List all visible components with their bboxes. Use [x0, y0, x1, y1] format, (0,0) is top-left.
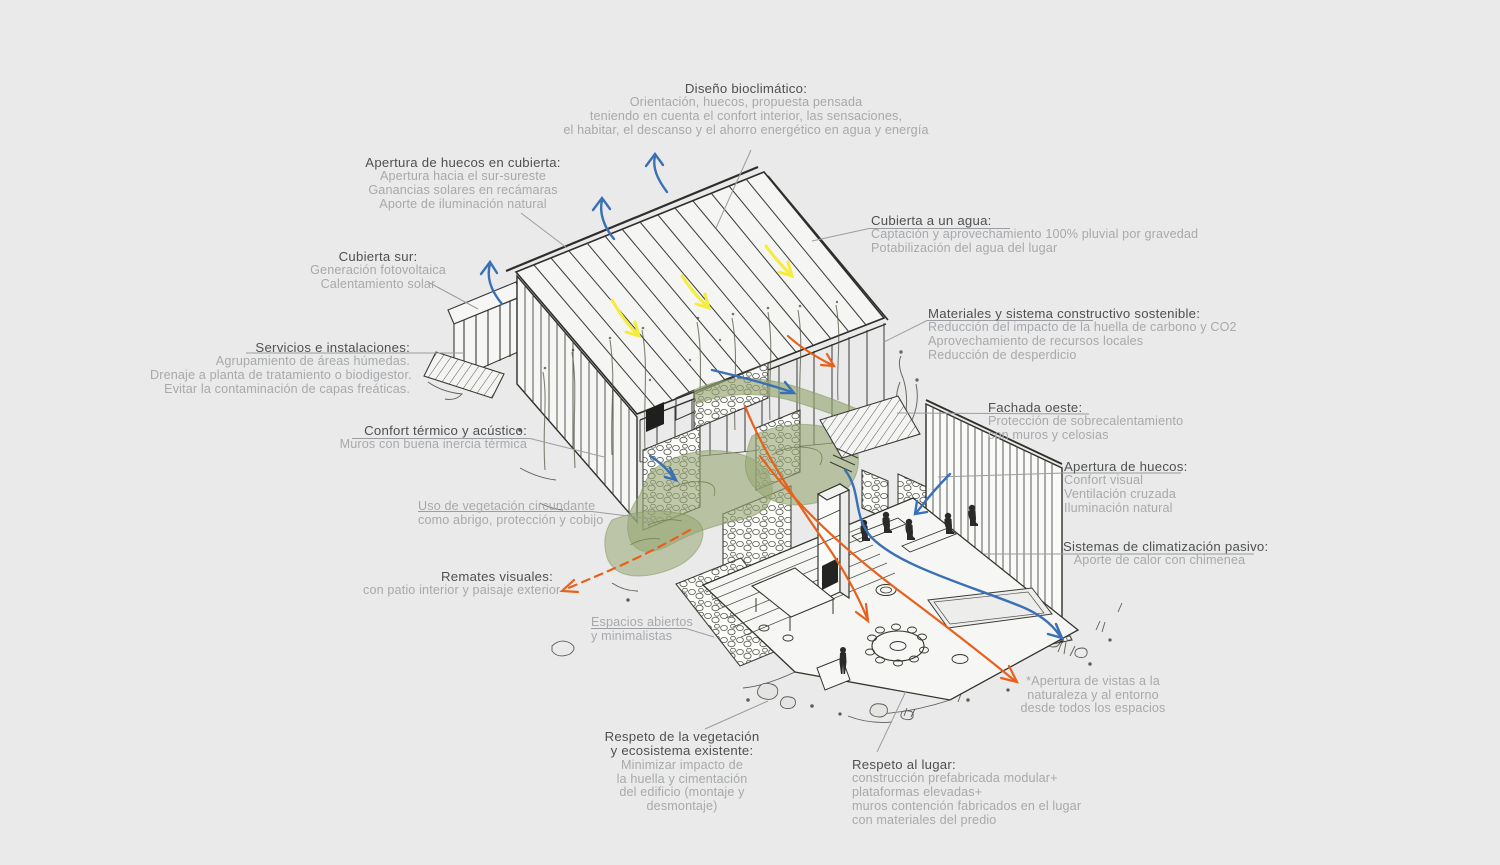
annotation-apertura-vistas: *Apertura de vistas a la naturaleza y al… — [1020, 674, 1166, 716]
ventilation-arrow-1 — [487, 262, 504, 306]
annotation-title: Materiales y sistema constructivo sosten… — [928, 306, 1201, 321]
view-arrow-interior — [743, 404, 869, 620]
airflow-arrow-window — [915, 472, 952, 514]
solar-arrow-3 — [764, 244, 792, 276]
annotation-servicios-instalaciones: Servicios e instalaciones: Agrupamiento … — [150, 340, 412, 396]
annotation-title: Apertura de huecos en cubierta: — [365, 155, 561, 170]
ventilation-arrow-3 — [653, 154, 669, 194]
annotation-title: Sistemas de climatización pasivo: — [1063, 539, 1269, 554]
annotation-title: y ecosistema existente: — [610, 743, 754, 759]
annotation-climatizacion-pasiva: Sistemas de climatización pasivo: Aporte… — [1063, 539, 1269, 568]
annotation-title: Remates visuales: — [441, 569, 553, 584]
annotation-confort-termico: Confort térmico y acústico: Muros con bu… — [330, 423, 527, 452]
annotation-title: Confort térmico y acústico: — [364, 423, 527, 438]
main-roof — [505, 165, 889, 421]
annex-building — [423, 281, 523, 399]
annotation-apertura-de-huecos: Apertura de huecos: Confort visual Venti… — [1064, 459, 1214, 516]
annotation-title: Respeto al lugar: — [852, 757, 956, 772]
solar-gain-arrows — [610, 244, 795, 339]
annotation-apertura-huecos-cubierta: Apertura de huecos en cubierta: Apertura… — [330, 155, 596, 212]
cross-ventilation-arrow — [843, 468, 1062, 638]
annotation-title: Apertura de huecos: — [1064, 459, 1188, 474]
ventilation-arrow-2 — [600, 198, 616, 241]
annotation-cubierta-sur: Cubierta sur: Generación fotovoltaica Ca… — [293, 249, 463, 292]
annotation-title: Diseño bioclimático: — [684, 81, 808, 96]
annotation-title: Espacios abiertos — [591, 615, 693, 629]
furniture — [750, 482, 969, 691]
annotation-remates-visuales: Remates visuales: con patio interior y p… — [363, 569, 561, 598]
solar-arrow-1 — [610, 298, 639, 336]
annotation-uso-vegetacion: Uso de vegetación circundante como abrig… — [418, 499, 604, 527]
annotation-title: Uso de vegetación circundante — [418, 499, 596, 513]
annotation-respeto-al-lugar: Respeto al lugar: construcción prefabric… — [852, 757, 1092, 827]
annotation-materiales-sostenibles: Materiales y sistema constructivo sosten… — [928, 306, 1258, 363]
airflow-arrow-facade — [710, 368, 794, 394]
view-arrows — [559, 334, 1020, 684]
airflow-arrow-courtyard — [648, 454, 676, 480]
view-arrow-facade — [786, 334, 834, 367]
annotation-title: Fachada oeste: — [988, 400, 1083, 415]
annotation-diseno-bioclimatico: Diseño bioclimático: Orientación, huecos… — [560, 81, 932, 138]
deck-floor — [701, 497, 1080, 701]
annotation-fachada-oeste: Fachada oeste: Protección de sobrecalent… — [988, 400, 1198, 443]
solar-arrow-2 — [680, 274, 709, 308]
annotation-respeto-vegetacion: Respeto de la vegetación y ecosistema ex… — [597, 729, 767, 814]
roof-grass — [542, 300, 840, 471]
annotation-espacios-abiertos: Espacios abiertos y minimalistas — [591, 615, 711, 643]
entry-pergola — [819, 395, 921, 473]
view-arrow-landscape — [758, 454, 1016, 682]
courtyard-vegetation — [604, 377, 881, 577]
annotation-title: Servicios e instalaciones: — [255, 340, 410, 355]
annotation-title: Cubierta a un agua: — [871, 213, 992, 228]
airflow-arrows — [479, 151, 1065, 640]
annotation-title: Respeto de la vegetación — [604, 729, 760, 744]
annotation-cubierta-a-un-agua: Cubierta a un agua: Captación y aprovech… — [871, 213, 1201, 256]
annotation-title: Cubierta sur: — [338, 249, 418, 264]
leader-lines — [246, 149, 1254, 753]
